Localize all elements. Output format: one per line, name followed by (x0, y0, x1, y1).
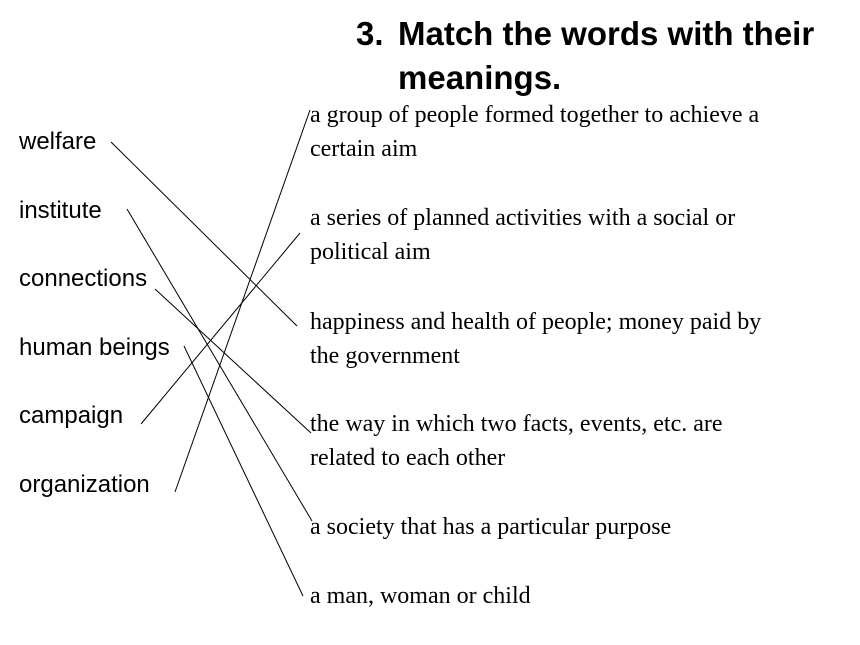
meaning-man-woman-child: a man, woman or child (310, 579, 860, 613)
title-line-2: meanings. (398, 59, 562, 96)
meaning-line: a group of people formed together to ach… (310, 102, 760, 128)
exercise-number: 3. (356, 15, 384, 52)
meaning-line: related to each other (310, 445, 506, 471)
word-welfare: welfare (19, 128, 97, 155)
match-line-connections (154, 288, 312, 434)
word-human-beings: human beings (19, 334, 170, 361)
meaning-line: the way in which two facts, events, etc.… (310, 411, 723, 437)
match-line-welfare (110, 141, 298, 327)
meaning-happiness-and-health: happiness and health of people; money pa… (310, 305, 860, 373)
match-line-human-beings (183, 345, 304, 597)
meaning-planned-activities: a series of planned activities with a so… (310, 201, 860, 269)
meaning-group-of-people: a group of people formed together to ach… (310, 98, 860, 166)
word-campaign: campaign (19, 402, 124, 429)
word-connections: connections (19, 265, 148, 292)
meaning-line: a society that has a particular purpose (310, 514, 672, 540)
meaning-line: political aim (310, 239, 431, 265)
word-institute: institute (19, 197, 102, 224)
match-line-organization (174, 109, 311, 493)
exercise-title: 3. Match the words with their meanings. (356, 12, 860, 100)
word-organization: organization (19, 471, 150, 498)
meaning-line: a man, woman or child (310, 583, 531, 609)
title-line-1: Match the words with their (398, 15, 815, 52)
match-line-campaign (140, 232, 301, 425)
meaning-line: certain aim (310, 136, 418, 162)
meaning-line: happiness and health of people; money pa… (310, 309, 762, 335)
meaning-line: the government (310, 343, 460, 369)
meaning-society-purpose: a society that has a particular purpose (310, 510, 860, 544)
meaning-facts-related: the way in which two facts, events, etc.… (310, 407, 860, 475)
meaning-line: a series of planned activities with a so… (310, 205, 736, 231)
